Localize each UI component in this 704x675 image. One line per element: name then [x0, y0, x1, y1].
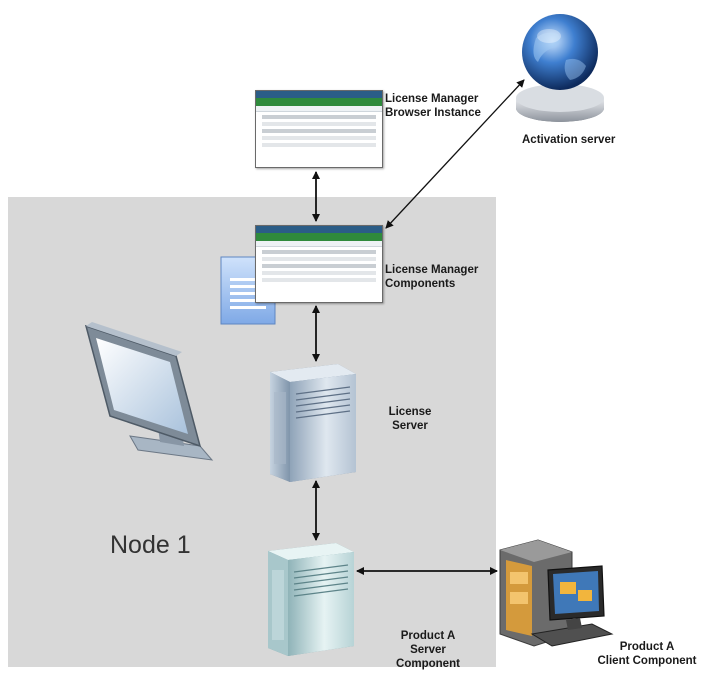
connector-components-to-activation	[385, 79, 525, 229]
label-line: Product A	[400, 630, 456, 642]
label-line: License Manager	[385, 264, 479, 276]
browser-window-icon	[255, 225, 383, 303]
product-client-label: Product A Client Component	[592, 640, 702, 668]
browser-instance-label: License Manager Browser Instance	[385, 92, 481, 120]
server-tower-icon	[270, 364, 356, 482]
label-line: Product A	[619, 641, 675, 653]
license-server-label: License Server	[388, 405, 432, 433]
label-line: Component	[396, 658, 460, 670]
label-line: Server	[410, 644, 446, 656]
product-server-label: Product A Server Component	[392, 629, 464, 671]
label-line: Server	[392, 420, 428, 432]
label-line: Browser Instance	[385, 107, 481, 119]
monitor-icon	[84, 322, 214, 461]
node-title: Node 1	[110, 531, 191, 559]
workstation-icon	[499, 539, 614, 647]
activation-server-label: Activation server	[522, 134, 616, 146]
lm-components-label: License Manager Components	[385, 263, 478, 291]
server-tower-icon	[268, 543, 354, 656]
globe-server-icon	[516, 14, 604, 122]
label-line: License Manager	[385, 93, 479, 105]
label-line: Components	[385, 278, 456, 290]
label-line: License	[388, 406, 432, 418]
label-line: Client Component	[597, 655, 697, 667]
browser-window-icon	[255, 90, 383, 168]
